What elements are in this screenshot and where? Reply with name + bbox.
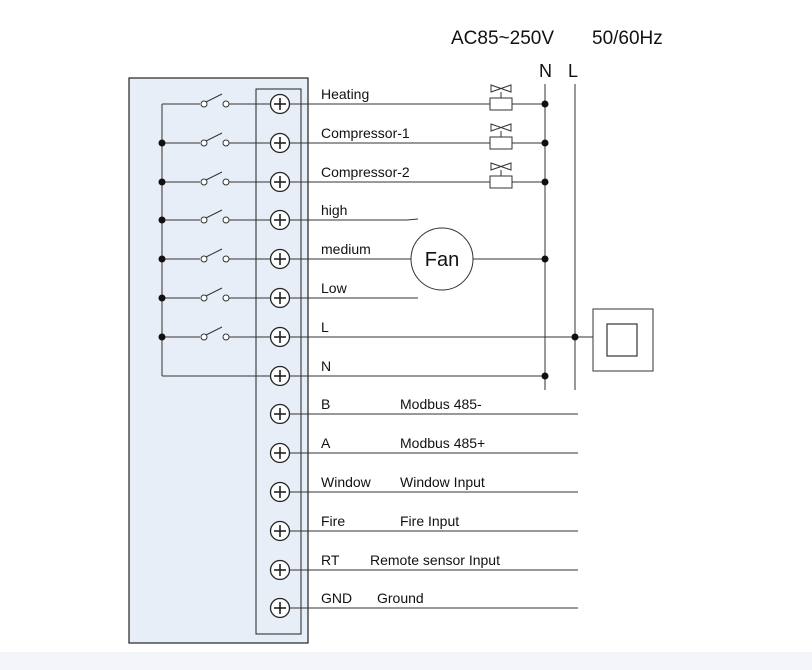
- valve-icon: [489, 175, 513, 189]
- relay-contact-icon: [222, 216, 230, 224]
- valve-bowtie-icon: [490, 162, 512, 171]
- common-junction-dot: [158, 333, 166, 341]
- relay-contact-icon: [200, 294, 208, 302]
- relay-switch-arm: [205, 132, 223, 142]
- relay-contact-icon: [222, 255, 230, 263]
- terminal-desc-12: Remote sensor Input: [370, 552, 500, 568]
- fan-speed-wire: [290, 218, 419, 221]
- neutral-junction-dot: [541, 372, 549, 380]
- terminal-label-5: Low: [321, 280, 348, 296]
- valve-icon: [489, 97, 513, 111]
- terminal-label-0: Heating: [321, 86, 369, 102]
- relay-switch-arm: [205, 326, 223, 336]
- relay-contact-icon: [200, 255, 208, 263]
- relay-contact-icon: [222, 294, 230, 302]
- relay-contact-icon: [200, 216, 208, 224]
- page-footer-band: [0, 652, 812, 670]
- common-junction-dot: [158, 139, 166, 147]
- terminal-label-1: Compressor-1: [321, 125, 410, 141]
- terminal-label-9: A: [321, 435, 331, 451]
- terminal-block: [255, 88, 302, 635]
- relay-switch-arm: [205, 93, 223, 103]
- line-bus-label: L: [568, 61, 578, 81]
- valve-icon: [489, 136, 513, 150]
- relay-contact-icon: [222, 178, 230, 186]
- terminal-label-8: B: [321, 396, 330, 412]
- relay-contact-icon: [200, 178, 208, 186]
- terminal-desc-11: Fire Input: [400, 513, 459, 529]
- neutral-bus-label: N: [539, 61, 552, 81]
- common-junction-dot: [158, 216, 166, 224]
- terminal-desc-13: Ground: [377, 590, 424, 606]
- wiring-diagram: AC85~250V 50/60Hz N L Fan HeatingCompres…: [128, 28, 663, 644]
- common-junction-dot: [158, 294, 166, 302]
- relay-contact-icon: [200, 139, 208, 147]
- terminal-label-6: L: [321, 319, 329, 335]
- terminal-label-3: high: [321, 202, 347, 218]
- terminal-desc-10: Window Input: [400, 474, 485, 490]
- relay-contact-icon: [222, 100, 230, 108]
- terminal-label-2: Compressor-2: [321, 164, 410, 180]
- relay-switch-arm: [205, 287, 223, 297]
- neutral-junction-dot: [541, 100, 549, 108]
- common-junction-dot: [158, 178, 166, 186]
- supply-voltage: AC85~250V: [451, 28, 554, 49]
- terminal-label-7: N: [321, 358, 331, 374]
- terminal-label-10: Window: [321, 474, 372, 490]
- terminal-label-12: RT: [321, 552, 340, 568]
- common-junction-dot: [158, 255, 166, 263]
- relay-contact-icon: [200, 333, 208, 341]
- line-junction-dot: [571, 333, 579, 341]
- valve-bowtie-icon: [490, 123, 512, 132]
- terminal-label-4: medium: [321, 241, 371, 257]
- relay-switch-arm: [205, 248, 223, 258]
- neutral-junction-dot: [541, 178, 549, 186]
- supply-frequency: 50/60Hz: [592, 28, 663, 49]
- relay-switch-arm: [205, 171, 223, 181]
- relay-contact-icon: [200, 100, 208, 108]
- valve-bowtie-icon: [490, 84, 512, 93]
- terminal-label-11: Fire: [321, 513, 345, 529]
- terminal-desc-8: Modbus 485-: [400, 396, 482, 412]
- thermostat-inner: [606, 323, 638, 357]
- fan-neutral-junction: [541, 255, 549, 263]
- relay-switch-arm: [205, 209, 223, 219]
- fan-label: Fan: [425, 249, 459, 271]
- terminal-desc-9: Modbus 485+: [400, 435, 485, 451]
- relay-contact-icon: [222, 139, 230, 147]
- neutral-junction-dot: [541, 139, 549, 147]
- relay-contact-icon: [222, 333, 230, 341]
- terminal-label-13: GND: [321, 590, 352, 606]
